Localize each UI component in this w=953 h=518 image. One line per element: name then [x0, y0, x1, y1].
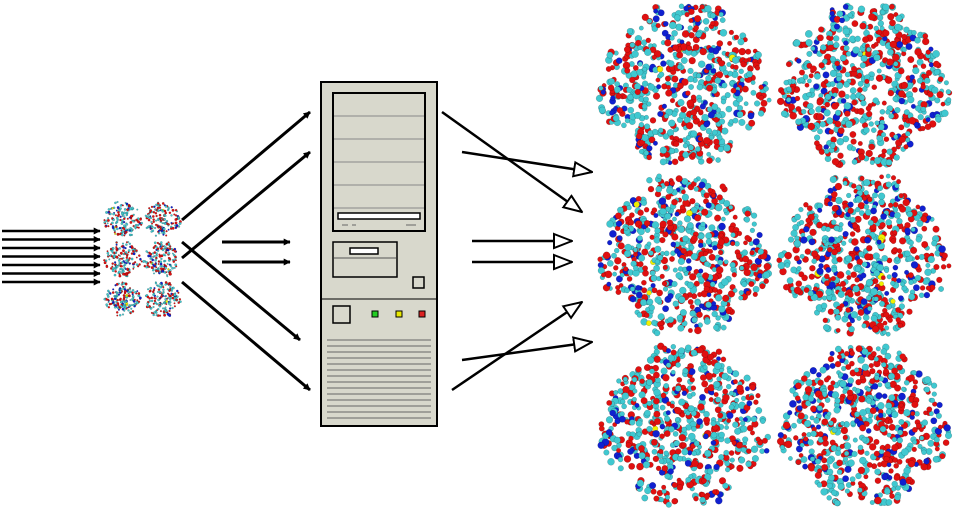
output-protein-structure: [597, 342, 771, 508]
output-protein-structure: [597, 173, 773, 337]
output-arrow-2: [461, 150, 592, 172]
floppy-slot: [349, 247, 379, 255]
input-protein-structure: [144, 201, 182, 237]
input-protein-structure: [142, 241, 178, 278]
output-protein-structure: [776, 173, 952, 337]
reset-button: [412, 276, 425, 289]
cd-drive-slot: [337, 212, 421, 220]
server-input-arrows: [181, 110, 311, 392]
indicator-light-red: [418, 310, 426, 318]
input-protein-structure: [144, 281, 182, 318]
output-arrow-5: [461, 342, 592, 362]
indicator-light-green: [371, 310, 379, 318]
output-protein-structure: [776, 2, 953, 169]
arrow-to-server-1: [181, 110, 311, 222]
input-structures-group: [103, 200, 182, 318]
input-protein-structure: [103, 240, 143, 278]
indicator-light-yellow: [395, 310, 403, 318]
input-protein-structure: [103, 200, 144, 237]
server-output-arrows: [441, 110, 592, 392]
output-protein-structure: [776, 343, 953, 507]
output-arrow-6: [451, 302, 582, 392]
server-tower: [320, 81, 438, 427]
output-protein-structure: [595, 3, 772, 166]
output-structures-group: [595, 2, 953, 508]
arrow-to-server-2: [181, 150, 311, 260]
power-button: [332, 305, 351, 324]
input-arrows-group: [2, 227, 101, 286]
arrow-to-server-6: [181, 280, 311, 392]
arrow-to-server-5: [181, 240, 301, 342]
input-protein-structure: [103, 281, 142, 317]
drive-bay-lines: [334, 115, 424, 209]
vent-grille: [327, 339, 431, 419]
output-arrow-1: [441, 110, 582, 212]
